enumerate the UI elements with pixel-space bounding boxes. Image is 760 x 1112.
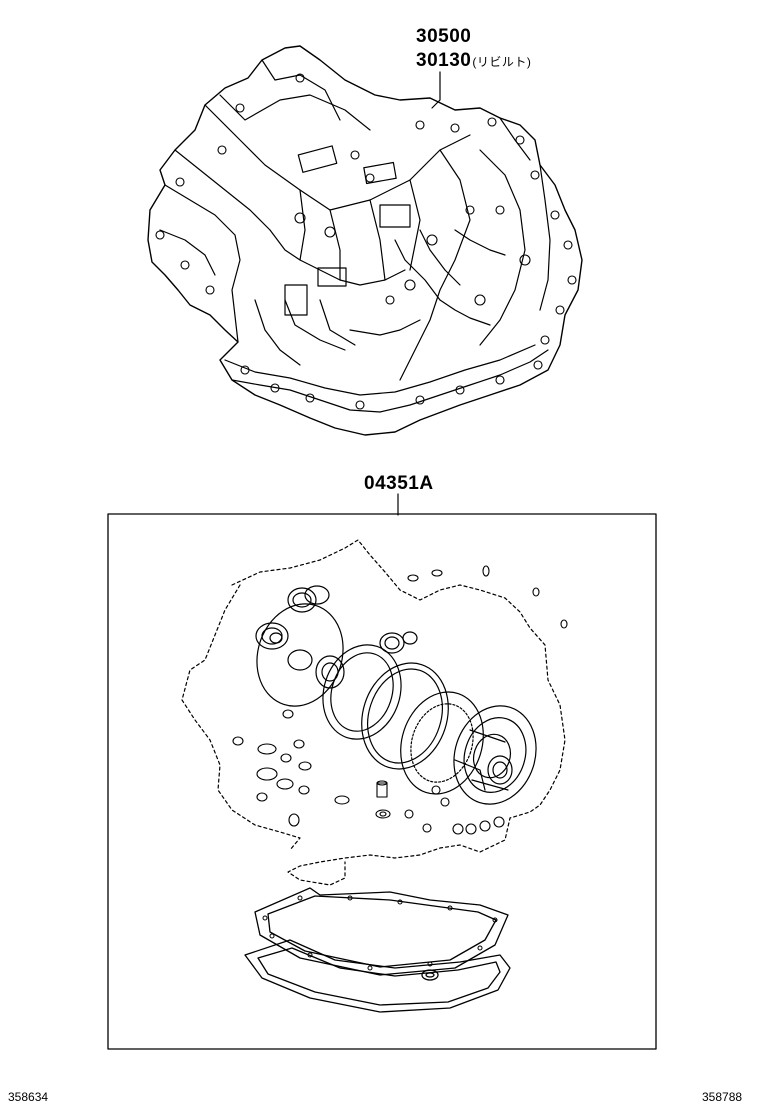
o-rings: [232, 565, 568, 835]
part-number-30130[interactable]: 30130(リビルト): [416, 50, 531, 72]
oil-seals: [255, 585, 418, 654]
transaxle-housing-outline: [147, 45, 583, 436]
rebuilt-note: (リビルト): [472, 55, 532, 69]
transaxle-assembly-illustration[interactable]: [147, 45, 583, 436]
pump-gaskets: [256, 603, 537, 805]
part-number-04351a[interactable]: 04351A: [364, 473, 434, 494]
gasket-kit-frame: [107, 513, 657, 1050]
overhaul-gasket-dashed: [181, 539, 566, 886]
overhaul-gasket-kit-illustration[interactable]: [107, 493, 657, 1050]
small-parts: [334, 780, 391, 819]
leader-line-30500: [431, 71, 441, 109]
oil-pan-gaskets: [244, 887, 511, 1013]
illustration-code-left: 358634: [8, 1090, 49, 1104]
part-number-30130-code: 30130: [416, 50, 472, 71]
part-number-30500[interactable]: 30500: [416, 26, 472, 47]
housing-bolts: [155, 73, 577, 410]
illustration-code-right: 358788: [702, 1090, 743, 1104]
